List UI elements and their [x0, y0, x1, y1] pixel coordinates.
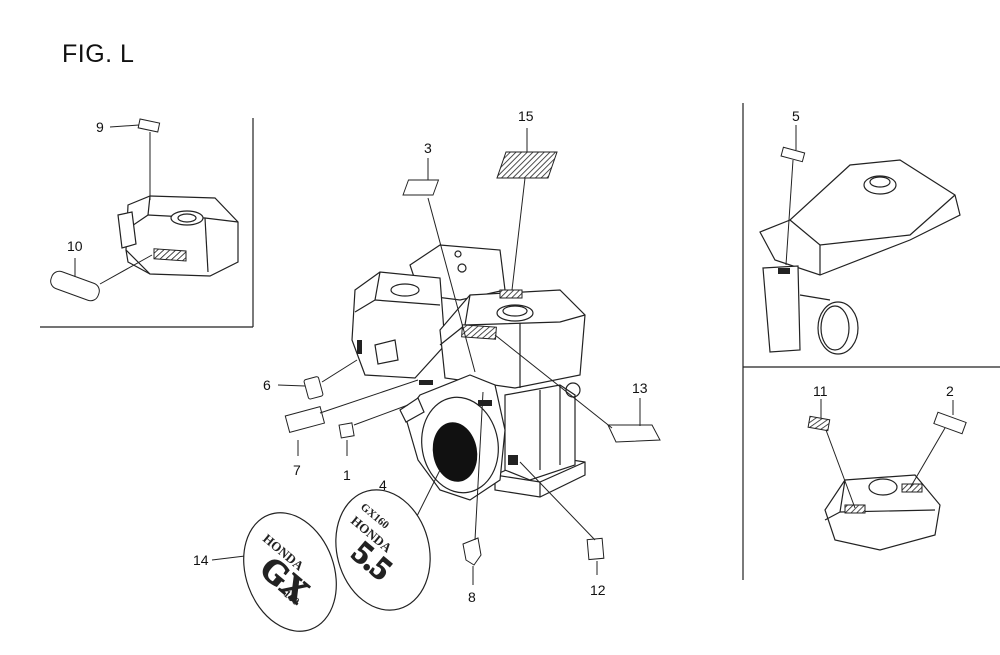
callout-5: 5	[792, 108, 800, 124]
callout-2: 2	[946, 383, 954, 399]
inset-fuel-tank-left	[50, 118, 239, 302]
callout-4: 4	[379, 477, 387, 493]
panel-borders	[40, 103, 1000, 580]
emblem-gx160-5-5: GX160 HONDA 5.5	[335, 489, 431, 611]
callout-11: 11	[813, 383, 828, 399]
callout-12: 12	[590, 582, 606, 598]
callout-3: 3	[424, 140, 432, 156]
engine-leader-lines	[211, 128, 641, 585]
callout-13: 13	[632, 380, 648, 396]
emblem-honda-gx160: HONDA GX 160	[243, 512, 337, 632]
callout-15: 15	[518, 108, 534, 124]
inset-fuel-tank-right	[759, 125, 961, 355]
figure-title: FIG. L	[62, 40, 135, 68]
callout-14: 14	[193, 552, 209, 568]
callout-8: 8	[468, 589, 476, 605]
inset-fuel-tank-bottom-right	[807, 399, 967, 551]
engine-label-stickers	[284, 151, 661, 566]
callout-1: 1	[343, 467, 351, 483]
callout-9: 9	[96, 119, 104, 135]
callout-10: 10	[67, 238, 83, 254]
engine-assembly	[351, 244, 586, 501]
callout-labels: 1 2 3 4 5 6 7 8 9 10 11 12 13 14 15	[67, 108, 954, 605]
callout-6: 6	[263, 377, 271, 393]
callout-7: 7	[293, 462, 301, 478]
